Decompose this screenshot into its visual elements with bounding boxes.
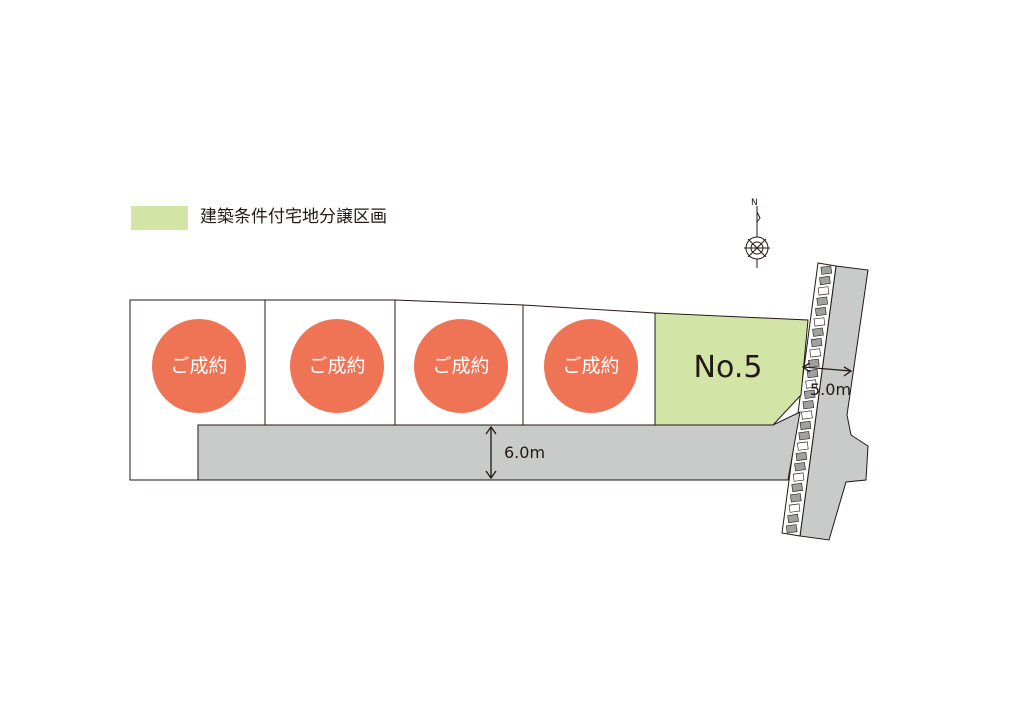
sidewalk-tile — [795, 451, 808, 461]
sidewalk-tile — [785, 524, 798, 534]
sidewalk-tile — [816, 296, 828, 306]
main-road-dimension-arrow — [485, 425, 497, 480]
sidewalk-tile — [802, 400, 815, 410]
sidewalk-tile — [812, 327, 824, 337]
sold-badge-lot-1: ご成約 — [152, 319, 246, 413]
sidewalk-tile — [797, 441, 809, 451]
north-arrow-compass-icon — [744, 206, 770, 268]
lot-5[interactable] — [654, 312, 809, 426]
sidewalk-tile — [794, 462, 806, 472]
sidewalk-tiles — [785, 265, 833, 534]
sold-badge-lot-4: ご成約 — [544, 319, 638, 413]
side-road — [799, 265, 869, 541]
sidewalk-tile — [788, 503, 801, 513]
sold-badge-lot-3: ご成約 — [414, 319, 508, 413]
legend-label: 建築条件付宅地分譲区画 — [200, 207, 387, 227]
sidewalk-tile — [815, 307, 827, 317]
legend-swatch — [131, 206, 188, 230]
sidewalk-tile — [799, 420, 812, 430]
sidewalk-tile — [801, 410, 813, 420]
sidewalk-tile — [809, 348, 821, 358]
sidewalk-tile — [791, 482, 803, 492]
main-road-width-label: 6.0m — [504, 443, 546, 462]
sidewalk-tile — [798, 431, 810, 441]
sidewalk-tile — [787, 513, 799, 524]
sidewalk-tile — [810, 338, 823, 348]
side-road-dimension-arrow — [801, 362, 853, 377]
side-road-width-label: 5.0m — [810, 380, 852, 399]
sidewalk-tile — [813, 317, 826, 327]
sold-badge-lot-2: ご成約 — [290, 319, 384, 413]
sidewalk-tile — [803, 389, 816, 399]
sidewalk-tile — [792, 472, 805, 482]
sidewalk-tile — [790, 493, 802, 503]
sidewalk-tile — [805, 379, 817, 389]
north-label: N — [751, 198, 758, 208]
sidewalk-tile — [817, 286, 830, 296]
lot-5-label: No.5 — [693, 350, 763, 385]
sidewalk-tile — [820, 265, 833, 275]
sidewalk-tile — [819, 275, 831, 286]
